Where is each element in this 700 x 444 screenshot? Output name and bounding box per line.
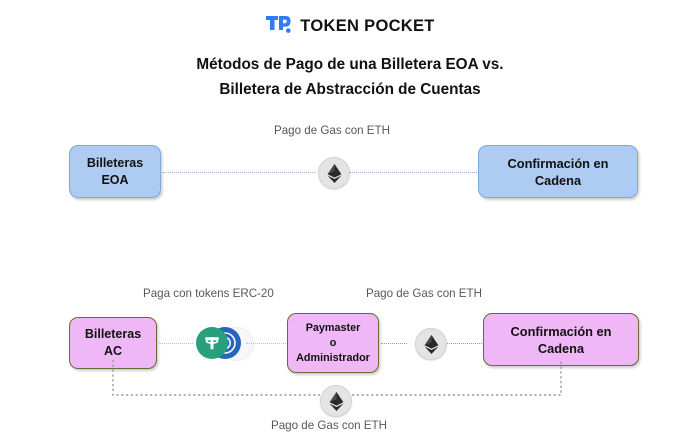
- connector-row2-paymaster-to-eth: [381, 343, 407, 344]
- brand-header: TOKEN POCKET: [0, 14, 700, 38]
- node-paymaster-line-3: Administrador: [296, 351, 370, 364]
- connector-row1-left: [163, 172, 315, 173]
- node-billeteras-ac-line-2: AC: [103, 344, 123, 358]
- node-confirmacion-cadena-row2-line-2: Cadena: [537, 340, 585, 356]
- edge-label-row1-gas: Pago de Gas con ETH: [274, 124, 390, 137]
- node-paymaster-line-1: Paymaster: [305, 321, 361, 334]
- node-billeteras-eoa-line-1: Billeteras: [86, 155, 144, 170]
- node-confirmacion-cadena-row1[interactable]: Confirmación en Cadena: [478, 145, 638, 198]
- edge-label-bottom-gas: Pago de Gas con ETH: [271, 419, 387, 432]
- token-pocket-logo-icon: [265, 14, 291, 38]
- ethereum-icon: [320, 385, 352, 417]
- edge-label-row2-erc20: Paga con tokens ERC-20: [143, 287, 274, 300]
- ethereum-icon: [415, 328, 447, 360]
- node-billeteras-ac-line-1: Billeteras: [84, 327, 142, 341]
- node-confirmacion-cadena-row1-line-1: Confirmación en: [507, 155, 609, 171]
- node-confirmacion-cadena-row1-line-2: Cadena: [534, 172, 582, 188]
- erc20-token-cluster: [196, 327, 254, 361]
- brand-name: TOKEN POCKET: [300, 16, 435, 35]
- connector-row2-ac-to-tokens: [159, 343, 193, 344]
- node-confirmacion-cadena-row2-line-1: Confirmación en: [510, 323, 612, 339]
- ethereum-icon: [318, 157, 350, 189]
- connector-bottom-bracket: [112, 360, 562, 396]
- node-paymaster[interactable]: Paymaster o Administrador: [287, 313, 379, 373]
- page-title: Métodos de Pago de una Billetera EOA vs.…: [0, 52, 700, 102]
- node-confirmacion-cadena-row2[interactable]: Confirmación en Cadena: [483, 313, 639, 366]
- node-billeteras-eoa-line-2: EOA: [101, 172, 129, 187]
- page-title-line-2: Billetera de Abstracción de Cuentas: [219, 81, 481, 98]
- connector-row2-eth-to-chain: [447, 343, 482, 344]
- usdt-icon: [196, 327, 228, 359]
- node-paymaster-line-2: o: [329, 336, 337, 349]
- edge-label-row2-gas: Pago de Gas con ETH: [366, 287, 482, 300]
- page-title-line-1: Métodos de Pago de una Billetera EOA vs.: [196, 56, 504, 73]
- node-billeteras-eoa[interactable]: Billeteras EOA: [69, 145, 161, 198]
- connector-row2-tokens-to-paymaster: [246, 343, 286, 344]
- connector-row1-right: [349, 172, 477, 173]
